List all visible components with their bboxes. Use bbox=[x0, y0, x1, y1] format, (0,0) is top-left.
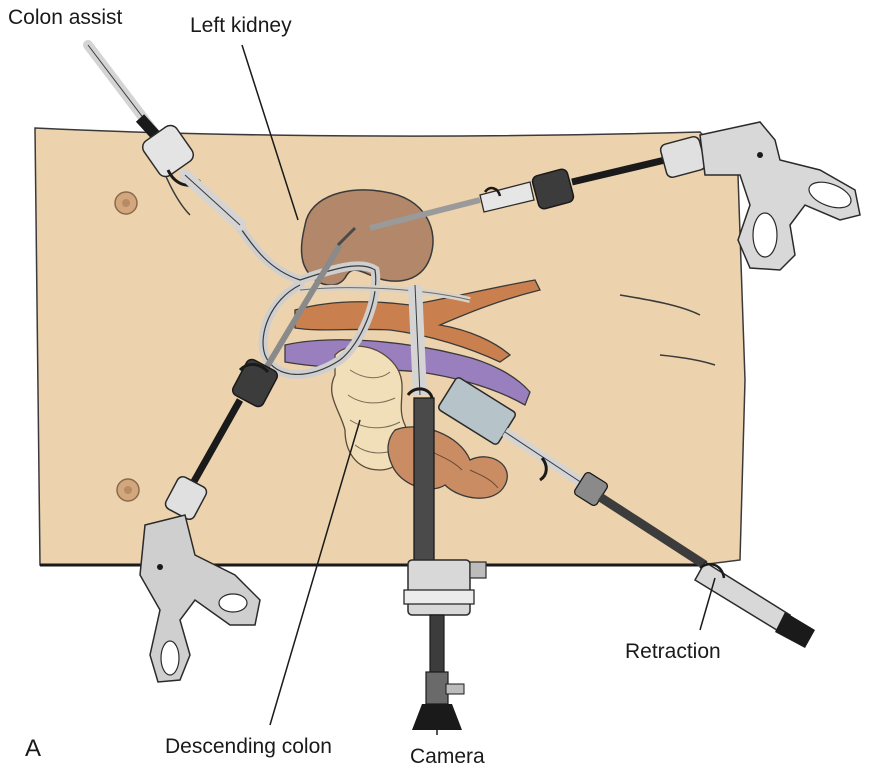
right-grasper-handle bbox=[699, 121, 861, 271]
nipple-marker-lower-inner bbox=[124, 486, 132, 494]
body-contour-lower bbox=[659, 354, 716, 366]
panel-letter: A bbox=[25, 735, 42, 762]
label-descending-colon: Descending colon bbox=[165, 735, 332, 758]
nipple-marker-upper-inner bbox=[122, 199, 130, 207]
label-colon-assist: Colon assist bbox=[8, 6, 123, 29]
left-grasper-instrument bbox=[139, 243, 343, 683]
leader-left-kidney bbox=[241, 44, 299, 221]
colon-assist-loop-outline bbox=[234, 219, 377, 375]
leader-retraction bbox=[699, 577, 716, 631]
ureter-line-outline bbox=[299, 287, 471, 301]
label-left-kidney: Left kidney bbox=[190, 14, 292, 37]
leader-descending-colon bbox=[269, 419, 361, 726]
left-grasper-handle bbox=[139, 514, 261, 683]
colon-assist-instrument bbox=[83, 40, 246, 231]
colon-haustra bbox=[347, 369, 401, 454]
right-grasper-instrument bbox=[369, 121, 861, 271]
camera-laparoscope bbox=[403, 284, 487, 730]
left-kidney bbox=[300, 189, 434, 286]
probe-line bbox=[336, 226, 357, 247]
label-camera: Camera bbox=[410, 745, 485, 768]
retraction-instrument bbox=[438, 377, 815, 648]
body-contour-ribs bbox=[619, 294, 701, 316]
label-retraction: Retraction bbox=[625, 640, 721, 663]
